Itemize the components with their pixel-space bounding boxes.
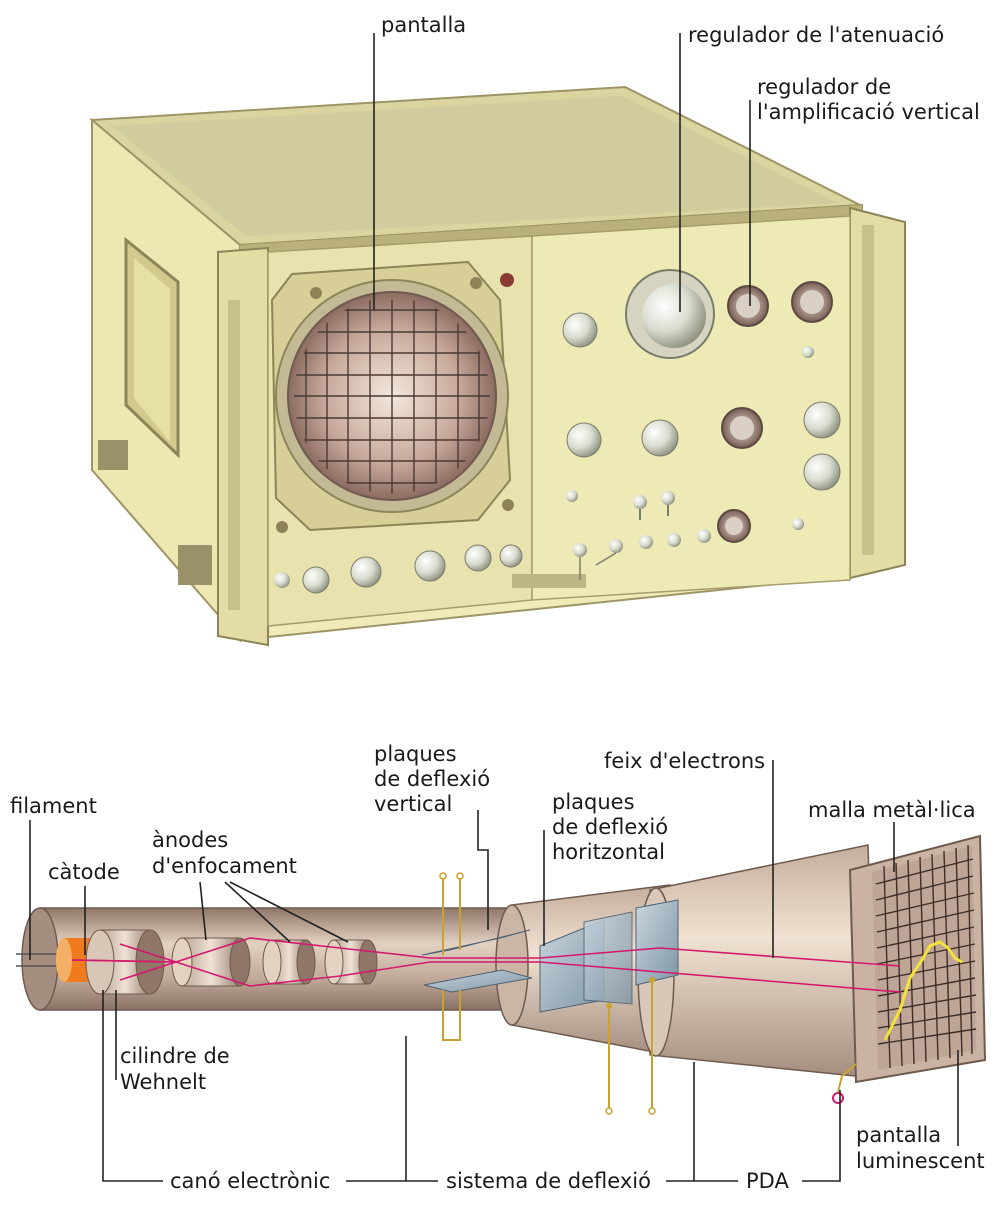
label-anodes-line1: ànodes xyxy=(152,828,228,852)
label-pantalla: pantalla xyxy=(381,13,466,37)
label-feix-electrons: feix d'electrons xyxy=(604,749,765,773)
label-regulador-amplificacio-line1: regulador de xyxy=(757,75,891,99)
left-frame-pillar xyxy=(217,246,269,647)
label-plaques-vertical-line2: de deflexió xyxy=(374,767,490,791)
label-malla-metallica: malla metàl·lica xyxy=(808,798,976,822)
label-plaques-horitzontal-line2: de deflexió xyxy=(552,815,668,839)
screen-panel-knobs xyxy=(274,544,523,594)
label-cilindre-wehnelt-line1: cilindre de xyxy=(120,1044,230,1068)
label-plaques-vertical-line3: vertical xyxy=(374,792,452,816)
label-sistema-deflexio: sistema de deflexió xyxy=(446,1169,651,1193)
screen-graticule xyxy=(294,300,490,494)
tube-neck-end xyxy=(21,907,59,1011)
label-plaques-vertical-line1: plaques xyxy=(374,742,457,766)
label-filament: filament xyxy=(10,794,97,818)
vertical-deflection-plates xyxy=(421,872,533,1041)
control-panel-knobs xyxy=(562,269,841,580)
metal-mesh xyxy=(875,844,977,1069)
label-pantalla-luminescent-line2: luminescent xyxy=(856,1149,985,1173)
right-frame-pillar xyxy=(849,206,906,580)
screen-trace xyxy=(883,940,963,1041)
bottom-leader-lines xyxy=(29,760,959,1182)
label-plaques-horitzontal-line1: plaques xyxy=(552,790,635,814)
label-catode: càtode xyxy=(48,860,120,884)
electron-beam xyxy=(71,937,901,993)
top-leader-lines xyxy=(373,33,751,312)
oscilloscope-cabinet xyxy=(89,85,906,647)
label-regulador-atenuacio: regulador de l'atenuació xyxy=(688,23,944,47)
control-panel xyxy=(531,215,851,601)
label-cilindre-wehnelt-line2: Wehnelt xyxy=(120,1070,206,1094)
label-anodes-line2: d'enfocament xyxy=(152,854,297,878)
label-regulador-amplificacio-line2: l'amplificació vertical xyxy=(757,100,980,124)
label-plaques-horitzontal-line3: horitzontal xyxy=(552,840,665,864)
label-pantalla-luminescent-line1: pantalla xyxy=(856,1123,941,1147)
focusing-anodes xyxy=(171,937,378,987)
cathode-ray-tube xyxy=(16,834,987,1115)
label-pda: PDA xyxy=(746,1169,789,1193)
horizontal-deflection-plates xyxy=(539,899,679,1115)
label-cano-electronic: canó electrònic xyxy=(170,1169,330,1193)
